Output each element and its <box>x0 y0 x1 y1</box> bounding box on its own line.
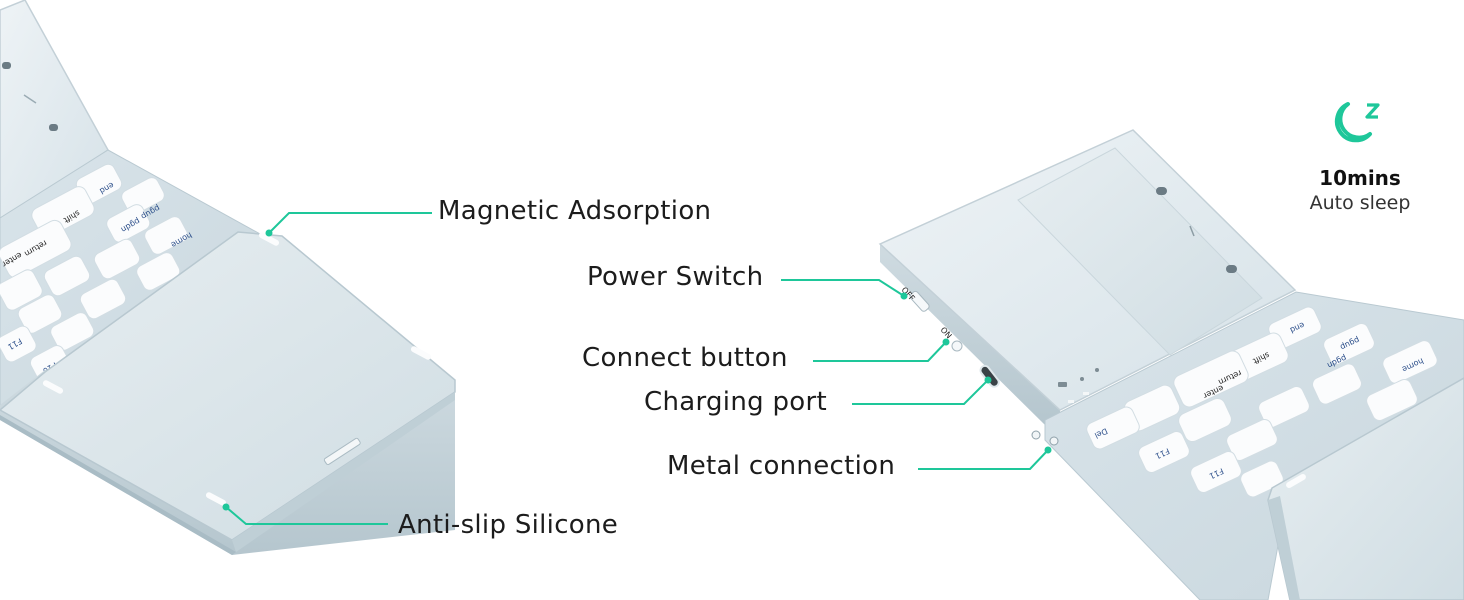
metal-connection <box>1031 430 1041 440</box>
left-callout-lines <box>222 212 432 525</box>
right-keyboard: OFF ON end shift return enter pgup p <box>781 129 1464 600</box>
silicone-pad <box>205 492 227 506</box>
silicone-pad <box>42 380 64 394</box>
right-touchpad-button <box>1156 187 1167 195</box>
power-switch[interactable] <box>909 290 930 312</box>
left-keys <box>0 163 189 381</box>
metal-connection-label: Metal connection <box>667 451 896 481</box>
left-touchpad-button <box>49 124 58 131</box>
left-touchpad-button <box>2 62 11 69</box>
magnetic-adsorption-label: Magnetic Adsorption <box>438 196 712 226</box>
power-switch-label: Power Switch <box>587 262 764 292</box>
moon-sleep-icon <box>1334 102 1380 143</box>
sleep-time: 10mins <box>1319 166 1401 190</box>
right-touchpad-surface <box>1017 147 1263 356</box>
auto-sleep-badge: 10mins Auto sleep <box>1290 166 1430 214</box>
charging-callout-line <box>852 379 989 405</box>
indicator-lights <box>1058 368 1099 403</box>
silicone-pad <box>258 232 280 246</box>
left-base-edge <box>0 415 236 555</box>
hinge-slot <box>323 437 361 465</box>
magnetic-callout-line <box>268 212 432 234</box>
connect-callout-line <box>813 341 947 362</box>
metal-callout-line <box>918 449 1049 470</box>
right-touchpad-button <box>1226 265 1237 273</box>
right-folded-edge <box>1268 496 1300 600</box>
silicone-pad <box>1286 474 1306 489</box>
right-lid-side <box>880 244 1060 425</box>
connect-button[interactable] <box>951 340 963 352</box>
connect-button-label: Connect button <box>582 343 788 373</box>
antislip-callout-line <box>225 506 388 525</box>
left-lower-edge <box>232 392 455 552</box>
metal-connection <box>1049 436 1059 446</box>
silicone-pad <box>410 346 432 360</box>
left-lower-half-cover <box>0 231 456 541</box>
sleep-label: Auto sleep <box>1309 192 1411 214</box>
anti-slip-silicone-label: Anti-slip Silicone <box>398 510 619 540</box>
right-folded-half <box>1267 377 1464 600</box>
right-keys <box>1086 306 1438 498</box>
right-callout-lines <box>781 279 1052 470</box>
charging-port-label: Charging port <box>644 387 827 417</box>
power-callout-line <box>781 279 905 297</box>
left-keyboard: end shift return enter pgdn pgup home F1… <box>0 0 456 555</box>
